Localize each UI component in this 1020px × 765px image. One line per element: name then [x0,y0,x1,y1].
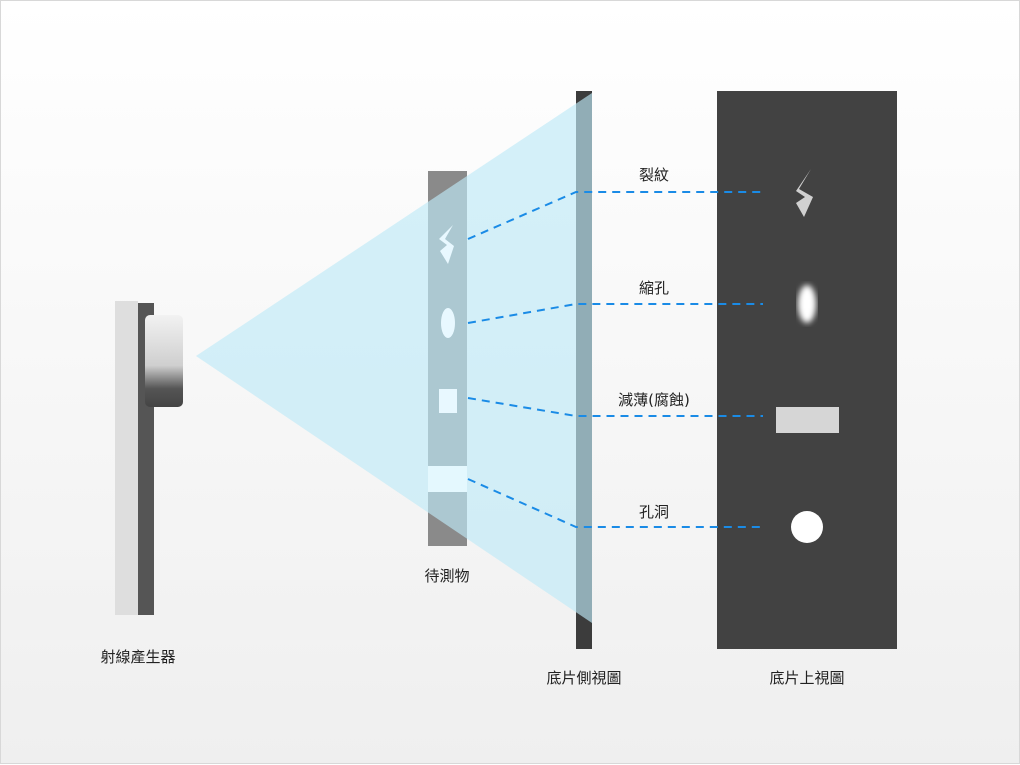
film-shrinkage-icon [798,285,816,323]
specimen-label: 待測物 [424,567,469,585]
specimen-shrinkage-icon [441,308,455,338]
film-top-view [717,91,897,649]
defect-label-thinning: 減薄(腐蝕) [618,391,690,409]
specimen-crack-icon [439,225,454,264]
film-thinning-icon [776,407,839,433]
film-top-label: 底片上視圖 [769,669,844,687]
defect-label-shrinkage: 縮孔 [639,279,669,297]
defect-label-hole: 孔洞 [639,503,669,521]
defect-label-crack: 裂紋 [639,166,669,184]
generator-label: 射線產生器 [100,648,175,666]
film-crack-icon [796,169,813,217]
specimen-thinning-icon [439,389,457,413]
film-hole-icon [791,511,823,543]
film-side-label: 底片側視圖 [546,669,621,687]
projection-lines [467,191,763,528]
xray-generator [115,301,183,615]
xray-beam [196,93,592,623]
